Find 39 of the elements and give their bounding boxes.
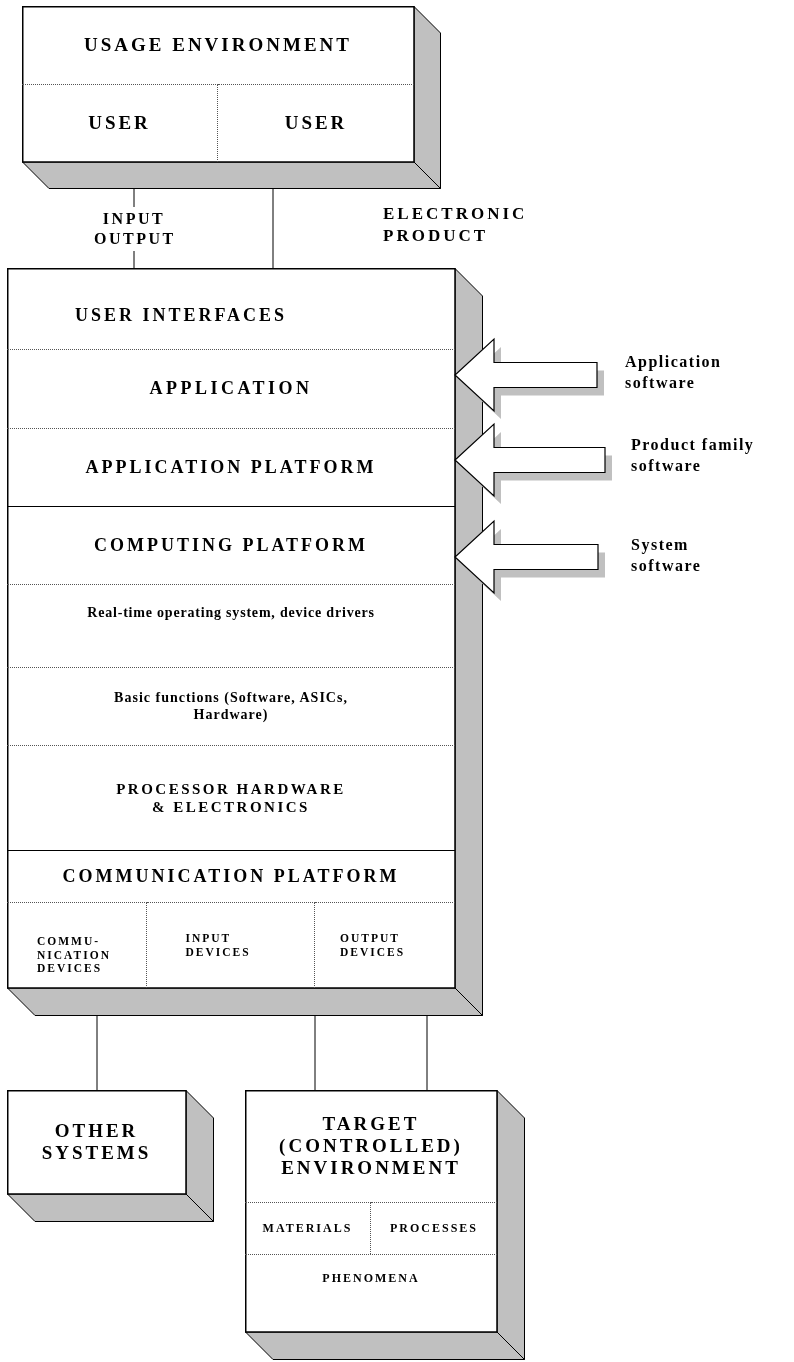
layer-label: Real-time operating system, device drivers <box>87 605 375 622</box>
layer-label: APPLICATION PLATFORM <box>85 456 377 479</box>
diagram-label: ELECTRONIC PRODUCT <box>383 203 529 248</box>
block-box <box>7 1090 214 1222</box>
block-arrow <box>454 337 604 419</box>
edge-label: INPUT OUTPUT <box>94 206 174 251</box>
source-label: Product family software <box>605 435 792 477</box>
connector-line <box>96 1015 98 1091</box>
connector-line <box>314 1015 316 1091</box>
layer-row <box>147 902 315 988</box>
source-label: System software <box>598 535 758 577</box>
layer-label: PROCESSES <box>390 1221 478 1236</box>
block-box <box>22 6 441 189</box>
layer-label: USER <box>284 112 348 135</box>
layer-label: INPUT DEVICES <box>185 931 252 960</box>
layer-row <box>245 1202 371 1254</box>
layer-label: PROCESSOR HARDWARE & ELECTRONICS <box>115 780 347 816</box>
block-arrow <box>454 422 612 504</box>
block-arrow <box>454 519 605 601</box>
layer-label: COMMU- NICATION DEVICES <box>37 934 112 977</box>
layer-label: Basic functions (Software, ASICs, Hardware) <box>113 689 349 724</box>
layer-label: PHENOMENA <box>322 1271 420 1286</box>
layer-label: APPLICATION <box>149 378 313 400</box>
layer-row <box>22 84 218 162</box>
layer-label: USER INTERFACES <box>74 304 288 327</box>
layer-label: USER <box>88 112 151 135</box>
block-box <box>245 1090 525 1360</box>
block-box <box>7 268 483 1016</box>
layer-label: COMMUNICATION PLATFORM <box>62 865 400 888</box>
connector-line <box>426 1015 428 1091</box>
layer-label: OUTPUT DEVICES <box>340 931 407 960</box>
connector-line <box>272 188 274 269</box>
layer-label: MATERIALS <box>262 1221 353 1236</box>
box-heading: OTHER SYSTEMS <box>40 1120 153 1164</box>
layer-row <box>7 902 147 988</box>
layer-label: COMPUTING PLATFORM <box>93 534 369 557</box>
box-heading: TARGET (CONTROLLED) ENVIRONMENT <box>278 1113 464 1179</box>
source-label: Application software <box>597 352 762 394</box>
box-heading: USAGE ENVIRONMENT <box>84 34 352 56</box>
